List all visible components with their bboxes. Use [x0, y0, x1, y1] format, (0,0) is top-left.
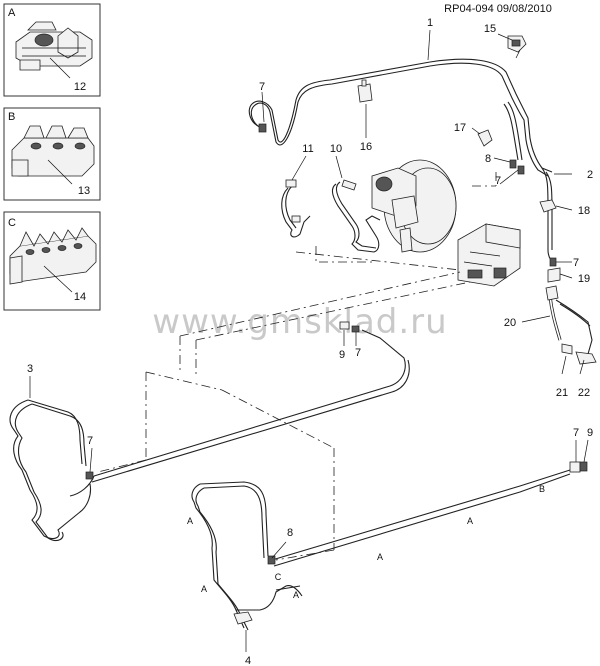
callout-8-top: 8	[485, 153, 491, 165]
segment-letter-a-4: A	[377, 552, 383, 562]
segment-letter-c: C	[275, 572, 282, 582]
callout-9-lower: 9	[587, 427, 593, 439]
clip-a-icon	[15, 21, 93, 71]
callout-7-right: 7	[573, 257, 579, 269]
callout-16: 16	[360, 141, 372, 153]
callout-7-top: 7	[259, 81, 265, 93]
brake-booster-icon	[371, 159, 457, 253]
callout-7-mid: 7	[355, 347, 361, 359]
brake-line-a-b	[267, 461, 588, 591]
inset-b-letter: B	[8, 111, 15, 123]
inset-b-number: 13	[78, 185, 90, 197]
callout-7-booster: 7	[495, 175, 501, 187]
segment-letter-b: B	[539, 484, 545, 494]
callout-7-left: 7	[87, 435, 93, 447]
segment-letter-a-5: A	[467, 516, 473, 526]
clip-16-icon	[357, 79, 373, 103]
fitting-19-icon	[547, 267, 561, 283]
watermark: www.gmsklad.ru	[152, 302, 447, 342]
inset-c: C 14	[3, 211, 101, 311]
inset-a: A 12	[3, 3, 101, 97]
callout-9-mid: 9	[339, 349, 345, 361]
segment-letter-a-3: A	[293, 590, 299, 600]
inset-a-letter: A	[8, 7, 16, 19]
dashed-connections	[97, 172, 497, 561]
callout-1: 1	[427, 17, 433, 29]
brake-line-11	[281, 179, 311, 238]
brake-line-3	[9, 399, 94, 541]
brake-line-1	[248, 58, 557, 265]
abs-module-icon	[457, 223, 521, 287]
segment-letter-a-1: A	[187, 516, 193, 526]
segment-letter-a-2: A	[201, 584, 207, 594]
inset-a-number: 12	[74, 81, 86, 93]
fittings-9-7-mid-icon	[339, 321, 360, 333]
inset-c-letter: C	[8, 217, 16, 229]
fitting-15-icon	[507, 35, 527, 59]
callout-8-lower: 8	[287, 527, 293, 539]
callout-22: 22	[578, 387, 590, 399]
inset-b: B 13	[3, 107, 101, 201]
callout-19: 19	[578, 273, 590, 285]
callout-7-lower: 7	[573, 427, 579, 439]
clip-c-icon	[9, 227, 97, 285]
fitting-18-icon	[539, 199, 557, 213]
callout-11: 11	[302, 143, 313, 155]
callout-labels: 1 2 3 4 7 7 7 7 7 7 8 8 9 9 10 11 15 16 …	[27, 17, 593, 666]
callout-18: 18	[578, 205, 590, 217]
brake-line-4	[191, 481, 303, 631]
brake-line-10	[331, 179, 381, 253]
callout-10: 10	[330, 143, 342, 155]
leader-lines	[29, 29, 589, 652]
segment-letters: A A A A A B C	[187, 484, 545, 600]
callout-4: 4	[245, 655, 251, 666]
callout-15: 15	[484, 23, 496, 35]
callout-20: 20	[504, 317, 516, 329]
callout-3: 3	[27, 363, 33, 375]
callout-2: 2	[587, 169, 593, 181]
clip-b-icon	[11, 125, 95, 177]
brake-hose-20	[545, 285, 597, 365]
callout-17: 17	[454, 122, 466, 134]
inset-c-number: 14	[74, 291, 86, 303]
callout-21: 21	[556, 387, 568, 399]
diagram-code: RP04-094 09/08/2010	[444, 3, 552, 15]
bracket-17-icon	[477, 129, 493, 147]
